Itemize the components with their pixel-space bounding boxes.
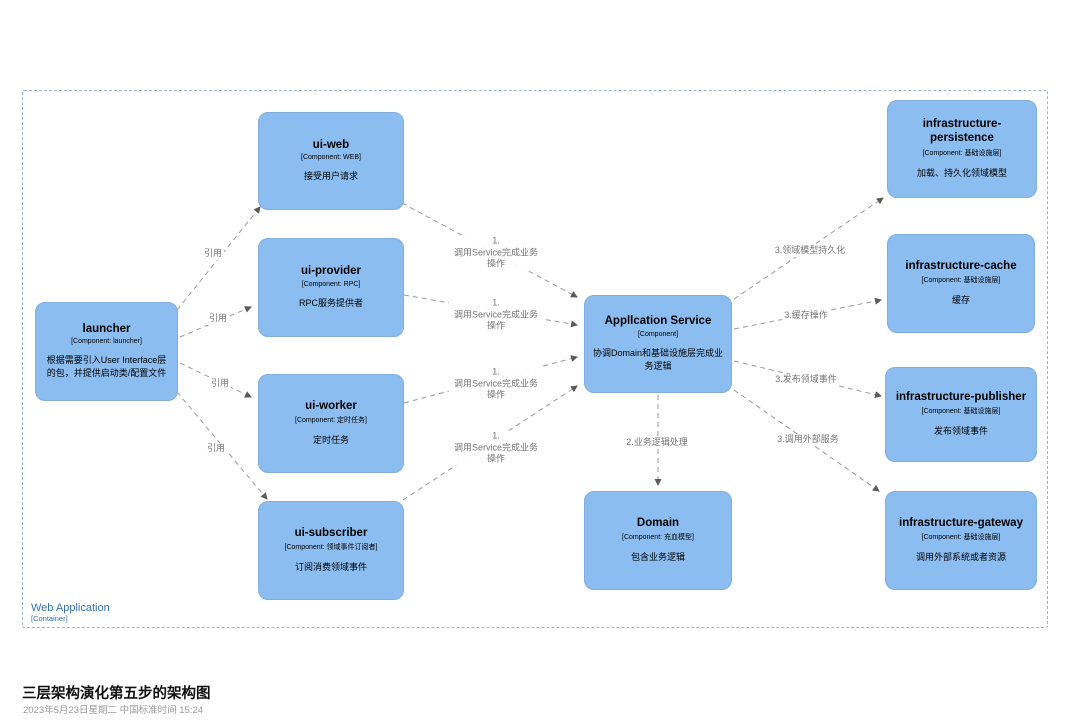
edge-label-persist: 3.领域模型持久化 <box>772 245 848 257</box>
node-title: ui-subscriber <box>294 526 368 539</box>
node-desc: 缓存 <box>951 295 970 306</box>
node-meta: [Component: 充血模型] <box>622 534 694 542</box>
node-ui-subscriber: ui-subscriber [Component: 领域事件订阅者] 订阅消费领… <box>258 501 404 600</box>
edge-uisubscriber-appservice <box>402 385 578 501</box>
node-meta: [Component: 基础设施层] <box>922 149 1002 157</box>
node-meta: [Component: launcher] <box>71 338 142 346</box>
node-desc: 包含业务逻辑 <box>630 552 685 563</box>
node-desc: 调用外部系统或者资源 <box>915 552 1006 563</box>
edge-appservice-gateway <box>733 389 880 492</box>
node-meta: [Component: 基础设施层] <box>921 277 1001 285</box>
node-title: ui-provider <box>300 265 362 278</box>
boundary-type: [Container] <box>31 614 68 623</box>
node-title: infrastructure-cache <box>905 259 1017 272</box>
node-ui-provider: ui-provider [Component: RPC] RPC服务提供者 <box>258 238 404 337</box>
node-meta: [Component: 定时任务] <box>295 417 367 425</box>
diagram-timestamp: 2023年5月23日星期二 中国标准时间 15:24 <box>23 705 204 716</box>
node-infrastructure-persistence: infrastructure-persistence [Component: 基… <box>887 100 1037 198</box>
node-infrastructure-publisher: infrastructure-publisher [Component: 基础设… <box>885 367 1037 462</box>
node-desc: 发布领域事件 <box>933 426 988 437</box>
edge-label-business-logic: 2.业务逻辑处理 <box>624 437 690 449</box>
edge-label-publish: 3.发布领域事件 <box>773 374 839 386</box>
boundary-label: Web Application [Container] <box>31 602 110 623</box>
edge-uiprovider-appservice <box>403 294 578 328</box>
node-ui-web: ui-web [Component: WEB] 接受用户请求 <box>258 112 404 210</box>
node-meta: [Component: WEB] <box>301 154 361 162</box>
boundary-name: Web Application <box>31 602 110 614</box>
edge-label-call-service-2: 1. 调用Service完成业务操作 <box>449 297 543 333</box>
node-title: ui-web <box>312 138 350 151</box>
node-ui-worker: ui-worker [Component: 定时任务] 定时任务 <box>258 374 404 473</box>
edge-uiworker-appservice <box>403 355 578 404</box>
node-desc: 定时任务 <box>312 435 349 446</box>
node-desc: 订阅消费领域事件 <box>294 562 367 573</box>
node-desc: 协调Domain和基础设施层完成业务逻辑 <box>593 347 724 371</box>
node-infrastructure-gateway: infrastructure-gateway [Component: 基础设施层… <box>885 491 1037 590</box>
node-title: ui-worker <box>305 399 357 412</box>
edge-label-cache: 3.缓存操作 <box>782 310 830 322</box>
diagram-title: 三层架构演化第五步的架构图 <box>22 686 211 702</box>
node-title: infrastructure-persistence <box>922 118 1002 144</box>
node-infrastructure-cache: infrastructure-cache [Component: 基础设施层] … <box>887 234 1035 333</box>
edge-label-reference-3: 引用 <box>208 378 232 390</box>
node-meta: [Component: 基础设施层] <box>921 534 1001 542</box>
node-title: infrastructure-gateway <box>899 516 1023 529</box>
edge-label-reference-4: 引用 <box>204 443 228 455</box>
node-meta: [Component: 领域事件订阅者] <box>284 544 378 552</box>
node-meta: [Component: RPC] <box>301 280 361 288</box>
node-desc: 接受用户请求 <box>303 171 358 182</box>
node-title: Appllcation Service <box>604 315 712 328</box>
node-title: infrastructure-publisher <box>895 390 1027 403</box>
edge-label-reference-2: 引用 <box>206 313 230 325</box>
node-desc: 加载、持久化领域模型 <box>916 167 1007 178</box>
node-domain: Domain [Component: 充血模型] 包含业务逻辑 <box>584 491 732 590</box>
edge-label-call-service-4: 1. 调用Service完成业务操作 <box>449 430 543 466</box>
container-boundary: Web Application [Container] <box>22 90 1048 628</box>
edge-label-reference-1: 引用 <box>201 248 225 260</box>
edge-label-call-service-1: 1. 调用Service完成业务操作 <box>449 235 543 271</box>
node-title: launcher <box>82 322 131 335</box>
edge-label-call-service-3: 1. 调用Service完成业务操作 <box>449 366 543 402</box>
node-meta: [Component: 基础设施层] <box>921 408 1001 416</box>
node-desc: RPC服务提供者 <box>298 297 363 308</box>
node-meta: [Component] <box>637 330 679 338</box>
edge-label-gateway: 3.调用外部服务 <box>775 434 841 446</box>
node-title: Domain <box>636 516 680 529</box>
node-application-service: Appllcation Service [Component] 协调Domain… <box>584 295 732 393</box>
node-launcher: launcher [Component: launcher] 根据需要引入Use… <box>35 302 178 401</box>
node-desc: 根据需要引入User Interface层的包，并提供启动类/配置文件 <box>46 355 167 379</box>
